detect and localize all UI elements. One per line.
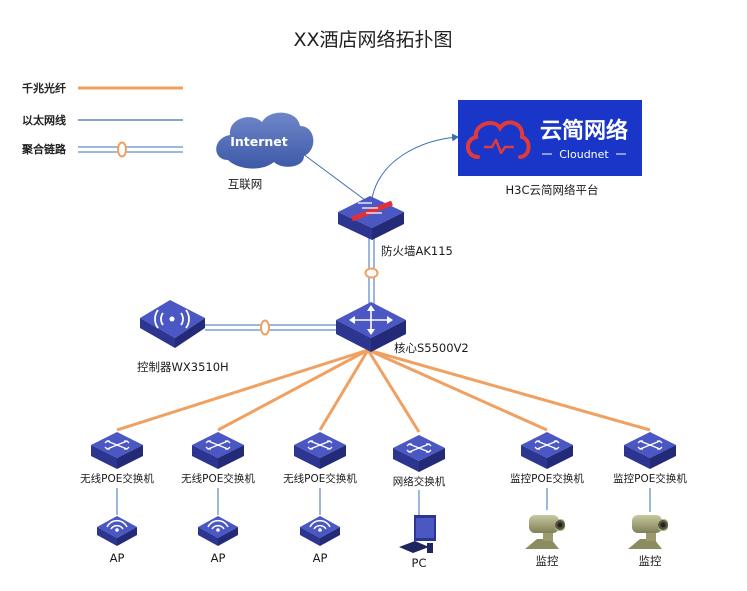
access-switch-label: 监控POE交换机 bbox=[613, 472, 687, 485]
legend: 千兆光纤 以太网线 聚合链路 bbox=[21, 81, 183, 158]
access-links bbox=[116, 488, 651, 515]
ap-icon bbox=[300, 516, 340, 546]
endpoint-label: 监控 bbox=[536, 554, 559, 568]
camera-icon bbox=[525, 515, 565, 549]
endpoint-label: AP bbox=[211, 551, 226, 565]
firewall-icon bbox=[338, 196, 404, 240]
endpoints: AP AP AP PC 监控 监控 bbox=[97, 515, 668, 570]
controller-icon bbox=[140, 300, 205, 348]
access-switch-icon bbox=[624, 432, 676, 469]
link-internet-firewall bbox=[294, 147, 366, 201]
endpoint-label: AP bbox=[110, 551, 125, 565]
legend-ethernet-label: 以太网线 bbox=[22, 113, 66, 127]
diagram-title: XX酒店网络拓扑图 bbox=[293, 29, 452, 51]
cloudnet-logo-subtext: Cloudnet bbox=[559, 148, 609, 161]
fiber-links bbox=[116, 348, 651, 433]
pc-icon bbox=[399, 515, 436, 553]
access-switch-label: 无线POE交换机 bbox=[80, 472, 154, 485]
legend-fiber-label: 千兆光纤 bbox=[22, 81, 66, 95]
cloudnet-logo: 云简网络 Cloudnet bbox=[458, 100, 642, 176]
legend-aggregate-label: 聚合链路 bbox=[21, 142, 67, 156]
access-switch-label: 无线POE交换机 bbox=[283, 472, 357, 485]
ap-icon bbox=[198, 516, 238, 546]
access-switch-icon bbox=[192, 432, 244, 469]
camera-icon bbox=[628, 515, 668, 549]
internet-cloud-text: Internet bbox=[230, 134, 288, 149]
link-firewall-core-aggregate bbox=[364, 238, 379, 305]
cloudnet-logo-text: 云简网络 bbox=[540, 118, 628, 144]
endpoint-label: PC bbox=[412, 556, 427, 570]
endpoint-label: AP bbox=[313, 551, 328, 565]
access-switch-icon bbox=[521, 432, 573, 469]
cloudnet-label: H3C云简网络平台 bbox=[506, 183, 599, 197]
legend-aggregate-line bbox=[78, 141, 183, 158]
access-switch-icon bbox=[91, 432, 143, 469]
access-switch-label: 监控POE交换机 bbox=[510, 472, 584, 485]
core-label: 核心S5500V2 bbox=[394, 341, 469, 355]
core-switch-icon bbox=[336, 302, 406, 352]
controller-label: 控制器WX3510H bbox=[137, 360, 229, 374]
access-switch-icon bbox=[294, 432, 346, 469]
links bbox=[116, 133, 651, 515]
link-firewall-cloudnet bbox=[371, 133, 459, 199]
internet-label: 互联网 bbox=[228, 177, 263, 191]
access-switch-icon bbox=[393, 435, 445, 472]
link-controller-core-aggregate bbox=[205, 319, 340, 336]
firewall-label: 防火墙AK115 bbox=[381, 244, 453, 258]
endpoint-label: 监控 bbox=[639, 554, 662, 568]
access-switch-label: 网络交换机 bbox=[393, 475, 446, 488]
ap-icon bbox=[97, 516, 137, 546]
access-switches: 无线POE交换机 无线POE交换机 无线POE交换机 网络交换机 监控POE交换机 监控P… bbox=[80, 432, 687, 488]
internet-cloud: Internet bbox=[216, 112, 314, 169]
access-switch-label: 无线POE交换机 bbox=[181, 472, 255, 485]
